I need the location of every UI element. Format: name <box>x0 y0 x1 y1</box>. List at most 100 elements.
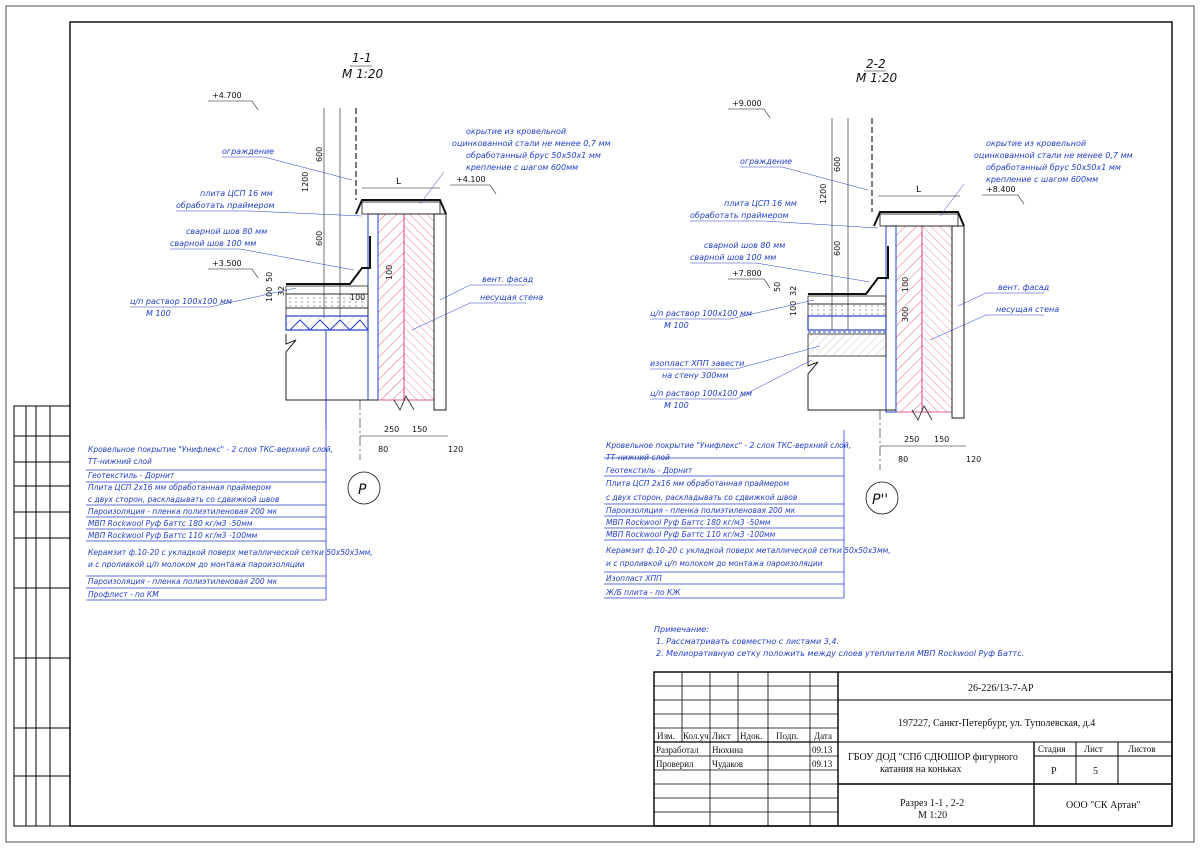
s1-dim-600b: 600 <box>315 231 324 246</box>
s1-callout-csp: плита ЦСП 16 мм <box>200 189 273 198</box>
s2-dim-120: 120 <box>966 455 981 464</box>
s2-dim-50: 50 <box>773 282 782 292</box>
notes: Примечание: 1. Рассматривать совместно с… <box>654 625 1024 658</box>
s1-axis-label: Р <box>358 482 367 498</box>
stamp-h-izm: Изм. <box>657 731 675 741</box>
s1-dim-600a: 600 <box>315 147 324 162</box>
s2-layer-5: Пароизоляция - пленка полиэтиленовая 200… <box>606 506 796 515</box>
s1-axis-bubble <box>347 471 381 505</box>
stamp-company: ООО "СК Артан" <box>1066 800 1141 811</box>
stamp-title-2: М 1:20 <box>918 810 947 821</box>
s1-callout-m100: М 100 <box>146 309 171 318</box>
s1-callout-flashing2: оцинкованной стали не менее 0,7 мм <box>452 139 611 148</box>
s1-layer-3: Плита ЦСП 2х16 мм обработанная праймером <box>88 483 271 492</box>
stamp-title-1: Разрез 1-1 , 2-2 <box>900 798 964 809</box>
s1-layer-4: с двух сторон, раскладывать со сдвижкой … <box>88 495 279 504</box>
s1-layers-table: Кровельное покрытие "Унифлекс" - 2 слоя … <box>86 430 373 601</box>
stamp-date-1: 09.13 <box>812 745 833 755</box>
s2-dim-250: 250 <box>904 435 919 444</box>
s2-dim-32: 32 <box>789 286 798 296</box>
s2-layer-9: и с проливкой ц/п молоком до монтажа пар… <box>606 559 823 568</box>
stamp-name-2: Чудаков <box>712 759 743 769</box>
s2-callout-m100b: М 100 <box>664 401 689 410</box>
s2-callout-izoplast: изопласт ХПП завести <box>650 359 744 368</box>
s2-callout-facade: вент. фасад <box>998 283 1050 292</box>
s2-callout-flashing2: оцинкованной стали не менее 0,7 мм <box>974 151 1133 160</box>
s2-dim-600a: 600 <box>833 157 842 172</box>
note-1: 1. Рассматривать совместно с листами 3,4… <box>656 637 839 646</box>
s1-dim-120: 120 <box>448 445 463 454</box>
s1-callout-flashing1: окрытие из кровельной <box>466 127 566 136</box>
s2-callout-mortar: ц/п раствор 100х100 мм <box>650 309 752 318</box>
s2-layer-1: ТТ-нижний слой <box>606 453 670 462</box>
section-1-1: 1-1 М 1:20 +4.700 +4.100 +3.500 600 1200… <box>86 51 611 601</box>
s1-callout-wall: несущая стена <box>480 293 543 302</box>
stamp-date-2: 09.13 <box>812 759 833 769</box>
s1-level-parapet: +4.100 <box>456 175 486 184</box>
s1-layer-0: Кровельное покрытие "Унифлекс" - 2 слоя … <box>88 445 333 454</box>
s2-layer-2: Геотекстиль - Дорнит <box>606 466 693 475</box>
s2-callout-beam: обработанный брус 50х50х1 мм <box>986 163 1121 172</box>
s1-layer-10: Пароизоляция - пленка полиэтиленовая 200… <box>88 577 278 586</box>
s1-dim-32: 32 <box>277 286 286 296</box>
s1-layer-2: Геотекстиль - Дорнит <box>88 471 175 480</box>
stamp-h-koluch: Кол.уч. <box>683 731 711 741</box>
s1-callout-primer: обработать праймером <box>176 201 275 210</box>
outer-frame <box>5 5 1195 843</box>
title-block <box>653 671 1173 827</box>
s2-axis-bubble <box>865 481 899 515</box>
s1-callout-beam: обработанный брус 50х50х1 мм <box>466 151 601 160</box>
stamp-sheet: 5 <box>1093 766 1098 777</box>
s1-dim-150: 150 <box>412 425 427 434</box>
s1-layer-5: Пароизоляция - пленка полиэтиленовая 200… <box>88 507 278 516</box>
s1-layer-8: Керамзит ф.10-20 с укладкой поверх метал… <box>88 548 373 557</box>
stamp-address: 197227, Санкт-Петербург, ул. Туполевская… <box>898 718 1095 729</box>
s2-layer-6: МВП Rockwool Руф Баттс 180 кг/м3 -50мм <box>606 518 771 527</box>
s2-callout-mortar2: ц/п раствор 100х100 мм <box>650 389 752 398</box>
s1-layer-6: МВП Rockwool Руф Баттс 180 кг/м3 -50мм <box>88 519 253 528</box>
s2-callout-300: на стену 300мм <box>662 371 729 380</box>
s1-layer-9: и с проливкой ц/п молоком до монтажа пар… <box>88 560 305 569</box>
s1-callout-weld100: сварной шов 100 мм <box>170 239 256 248</box>
s2-callout-wall: несущая стена <box>996 305 1059 314</box>
section2-scale: М 1:20 <box>856 71 897 85</box>
s1-dim-100: 100 <box>265 287 274 302</box>
s2-level-top: +9.000 <box>732 99 762 108</box>
s2-callout-m100: М 100 <box>664 321 689 330</box>
s1-level-top: +4.700 <box>212 91 242 100</box>
s2-dim-80: 80 <box>898 455 908 464</box>
stamp-h-list: Лист <box>712 731 731 741</box>
section2-title: 2-2 <box>866 57 886 71</box>
s2-dim-1200: 1200 <box>819 184 828 204</box>
stamp-name-1: Нюхина <box>712 745 743 755</box>
s2-layers-table: Кровельное покрытие "Унифлекс" - 2 слоя … <box>604 430 891 599</box>
s1-callout-mortar: ц/п раствор 100х100 мм <box>130 297 232 306</box>
title-block-text: 26-226/13-7-АР 197227, Санкт-Петербург, … <box>656 683 1155 821</box>
stamp-h-ndok: Ндок. <box>740 731 762 741</box>
s2-level-parapet: +8.400 <box>986 185 1016 194</box>
s1-dim-L: L <box>396 177 401 187</box>
s2-dim-100: 100 <box>789 301 798 316</box>
s1-level-roof: +3.500 <box>212 259 242 268</box>
s1-dim-50: 50 <box>265 272 274 282</box>
stamp-object-1: ГБОУ ДОД "СПб СДЮШОР фигурного <box>848 752 1018 763</box>
s1-dim-80: 80 <box>378 445 388 454</box>
stamp-code: 26-226/13-7-АР <box>968 683 1034 694</box>
s2-callout-primer: обработать праймером <box>690 211 789 220</box>
s2-layer-8: Керамзит ф.10-20 с укладкой поверх метал… <box>606 546 891 555</box>
section1-scale: М 1:20 <box>342 67 383 81</box>
s2-callout-flashing1: окрытие из кровельной <box>986 139 1086 148</box>
stamp-sheet-h: Лист <box>1084 744 1103 754</box>
stamp-sheets-h: Листов <box>1128 744 1155 754</box>
s1-callout-fix: крепление с шагом 600мм <box>466 163 578 172</box>
s2-layer-4: с двух сторон, раскладывать со сдвижкой … <box>606 493 797 502</box>
stamp-stage: Р <box>1051 766 1057 777</box>
stamp-role-1: Разработал <box>656 745 699 755</box>
stamp-role-2: Проверил <box>656 759 694 769</box>
s2-dim-L: L <box>916 185 921 195</box>
s1-layer-7: МВП Rockwool Руф Баттс 110 кг/м3 -100мм <box>88 531 258 540</box>
s2-callout-fix: крепление с шагом 600мм <box>986 175 1098 184</box>
s1-layer-1: ТТ-нижний слой <box>88 457 152 466</box>
s2-callout-csp: плита ЦСП 16 мм <box>724 199 797 208</box>
